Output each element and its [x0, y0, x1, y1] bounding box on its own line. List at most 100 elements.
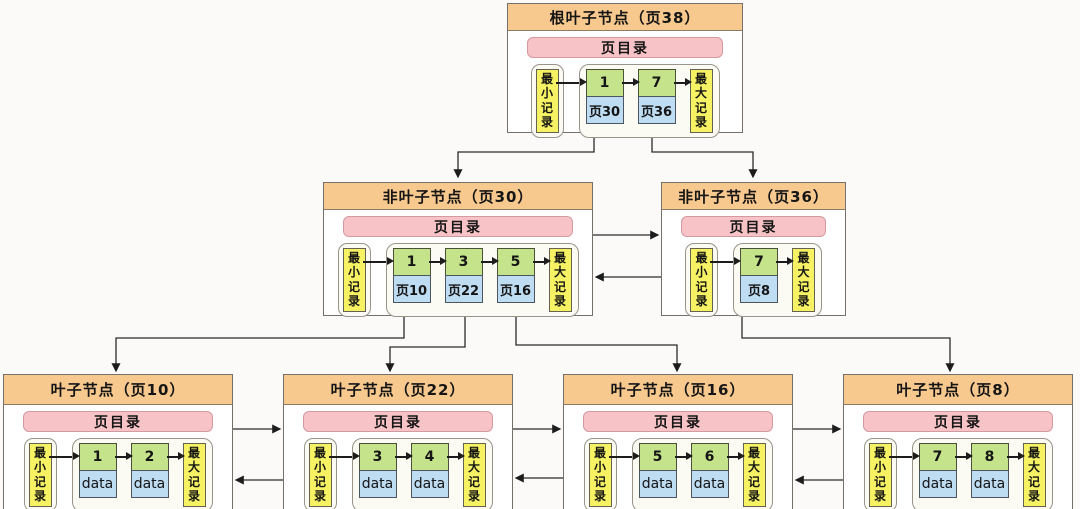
index-entry: 1 页30 [585, 69, 624, 133]
node-leaf-8: 叶子节点（页8） 页目录 最小记录 7 data 8 data [843, 374, 1073, 509]
user-record: 6 data [690, 443, 729, 507]
arrow-right-icon [48, 438, 80, 509]
user-record: 4 data [410, 443, 449, 507]
page-directory-bar: 页目录 [527, 37, 723, 58]
edge-root-to-page30 [453, 133, 595, 179]
edge-page30-to-leaf16 [515, 316, 682, 373]
page-directory-bar: 页目录 [863, 411, 1053, 432]
entries-container: 1 页30 7 页36 最大记录 [578, 64, 720, 138]
arrow-right-icon [394, 443, 413, 507]
record-row: 最小记录 7 页8 最大记录 [685, 243, 822, 317]
min-record-container: 最小记录 [863, 438, 897, 509]
max-record-box: 最大记录 [792, 248, 815, 312]
min-record-box: 最小记录 [342, 248, 366, 312]
node-title: 非叶子节点（页36） [662, 183, 845, 210]
data-cell: data [638, 470, 677, 498]
max-record-box: 最大记录 [182, 443, 206, 507]
key-cell: 7 [637, 69, 676, 97]
record-row: 最小记录 1 页30 7 页36 最大记录 [530, 64, 720, 138]
index-entry: 7 页8 [740, 248, 778, 312]
node-title: 非叶子节点（页30） [324, 183, 592, 210]
arrow-right-icon [954, 443, 973, 507]
key-cell: 5 [638, 443, 677, 471]
min-record-container: 最小记录 [685, 243, 718, 317]
page-directory-bar: 页目录 [343, 216, 573, 237]
edge-root-to-page36 [651, 133, 758, 179]
max-record-box: 最大记录 [548, 248, 572, 312]
max-record-box: 最大记录 [462, 443, 486, 507]
entries-container: 1 data 2 data 最大记录 [71, 438, 213, 509]
user-record: 8 data [970, 443, 1009, 507]
node-body: 页目录 最小记录 3 data 4 data [284, 405, 512, 509]
min-record-container: 最小记录 [23, 438, 57, 509]
user-record: 7 data [918, 443, 957, 507]
min-record-box: 最小记录 [868, 443, 892, 507]
min-record-box: 最小记录 [28, 443, 52, 507]
pointer-cell: 页8 [740, 275, 778, 303]
edge-page30-to-leaf22 [385, 316, 466, 373]
arrow-right-icon [446, 443, 465, 507]
index-entry: 1 页10 [392, 248, 431, 312]
node-title: 根叶子节点（页38） [508, 4, 742, 31]
index-entry: 3 页22 [444, 248, 483, 312]
node-leaf-10: 叶子节点（页10） 页目录 最小记录 1 data 2 data [3, 374, 233, 509]
arrow-right-icon [1006, 443, 1025, 507]
pointer-cell: 页16 [496, 275, 535, 303]
data-cell: data [410, 470, 449, 498]
node-title: 叶子节点（页8） [844, 375, 1072, 405]
key-cell: 1 [78, 443, 117, 471]
entries-container: 7 data 8 data 最大记录 [911, 438, 1053, 509]
min-record-container: 最小记录 [530, 64, 564, 138]
max-record-box: 最大记录 [689, 69, 713, 133]
min-record-container: 最小记录 [337, 243, 371, 317]
data-cell: data [690, 470, 729, 498]
entries-container: 5 data 6 data 最大记录 [631, 438, 773, 509]
key-cell: 3 [444, 248, 483, 276]
record-row: 最小记录 1 data 2 data 最大记录 [23, 438, 213, 509]
entries-container: 3 data 4 data 最大记录 [351, 438, 493, 509]
arrow-right-icon [673, 69, 692, 133]
node-root-38: 根叶子节点（页38） 页目录 最小记录 1 页30 7 页36 [507, 3, 743, 138]
record-row: 最小记录 1 页10 3 页22 5 页16 [337, 243, 579, 317]
arrow-right-icon [532, 248, 551, 312]
min-record-container: 最小记录 [583, 438, 617, 509]
key-cell: 5 [496, 248, 535, 276]
page-directory-bar: 页目录 [681, 216, 826, 237]
node-body: 页目录 最小记录 1 页30 7 页36 最大 [508, 31, 742, 138]
node-leaf-16: 叶子节点（页16） 页目录 最小记录 5 data 6 data [563, 374, 793, 509]
min-record-box: 最小记录 [308, 443, 332, 507]
page-directory-bar: 页目录 [23, 411, 213, 432]
data-cell: data [970, 470, 1009, 498]
arrow-right-icon [362, 243, 394, 317]
key-cell: 6 [690, 443, 729, 471]
record-row: 最小记录 5 data 6 data 最大记录 [583, 438, 773, 509]
arrow-right-icon [328, 438, 360, 509]
key-cell: 1 [585, 69, 624, 97]
record-row: 最小记录 7 data 8 data 最大记录 [863, 438, 1053, 509]
entries-container: 7 页8 最大记录 [733, 243, 822, 317]
key-cell: 2 [130, 443, 169, 471]
key-cell: 1 [392, 248, 431, 276]
node-nonleaf-36: 非叶子节点（页36） 页目录 最小记录 7 页8 最大记录 [661, 182, 846, 317]
node-body: 页目录 最小记录 1 页10 3 页22 [324, 210, 592, 317]
data-cell: data [358, 470, 397, 498]
node-leaf-22: 叶子节点（页22） 页目录 最小记录 3 data 4 data [283, 374, 513, 509]
pointer-cell: 页36 [637, 96, 676, 124]
user-record: 3 data [358, 443, 397, 507]
node-body: 页目录 最小记录 1 data 2 data [4, 405, 232, 509]
key-cell: 8 [970, 443, 1009, 471]
arrow-right-icon [555, 64, 587, 138]
min-record-box: 最小记录 [535, 69, 559, 133]
pointer-cell: 页10 [392, 275, 431, 303]
data-cell: data [918, 470, 957, 498]
page-directory-bar: 页目录 [583, 411, 773, 432]
min-record-box: 最小记录 [690, 248, 713, 312]
data-cell: data [130, 470, 169, 498]
edge-page30-to-leaf10 [111, 316, 405, 373]
node-title: 叶子节点（页10） [4, 375, 232, 405]
max-record-box: 最大记录 [742, 443, 766, 507]
arrow-right-icon [776, 248, 794, 312]
arrow-right-icon [674, 443, 693, 507]
